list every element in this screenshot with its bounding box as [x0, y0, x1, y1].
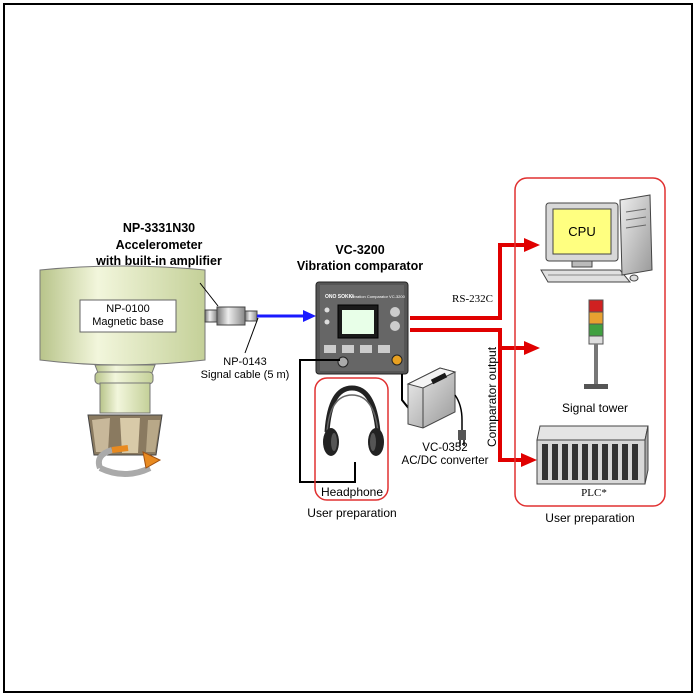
converter-cable [401, 374, 411, 411]
accelerometer-model: NP-3331N30 [122, 221, 196, 235]
acdc-converter-icon [406, 367, 457, 429]
headphone-label: Headphone [320, 485, 384, 499]
comparator-output-label: Comparator output [485, 346, 499, 448]
vibration-comparator-icon [315, 281, 409, 375]
accelerometer-icon [204, 306, 258, 326]
signal-cable-model: NP-0143 [223, 356, 267, 368]
comparator-desc: Vibration comparator [296, 259, 424, 273]
plc-label: PLC* [581, 487, 607, 499]
headphone-icon [323, 385, 384, 456]
computer-icon [540, 194, 653, 283]
headphone-box [314, 377, 389, 501]
plc-icon [536, 425, 649, 485]
converter-model: VC-0352 [422, 442, 468, 454]
cpu-label: CPU [568, 224, 596, 239]
machine-spindle-icon [39, 265, 206, 477]
plc-arrowhead [521, 453, 537, 467]
magnetic-base-model: NP-0100 [106, 303, 150, 315]
accelerometer-desc2: with built-in amplifier [96, 254, 222, 268]
rs232c-line [410, 243, 525, 320]
tower-arrowhead [524, 341, 540, 355]
plug-cord [454, 394, 463, 430]
accelerometer-desc1: Accelerometer [115, 238, 203, 252]
accelerometer-leader [199, 282, 219, 307]
rs232c-arrowhead [524, 238, 540, 252]
outputs-box [514, 177, 666, 507]
magnetic-base-box [79, 299, 177, 333]
signal-tower-label: Signal tower [561, 401, 629, 415]
output-line-plc [498, 346, 522, 462]
panel-title: Vibration Comparator VC-3200 [350, 294, 406, 299]
signal-cable-desc: Signal cable (5 m) [200, 369, 290, 381]
plug-icon [458, 430, 466, 446]
signal-arrowhead [303, 310, 316, 322]
converter-desc: AC/DC converter [401, 455, 489, 467]
outputs-note: User preparation [545, 511, 635, 525]
panel-brand: ONO SOKKI [325, 294, 354, 300]
rs232c-label: RS-232C [452, 293, 493, 305]
headphone-note: User preparation [307, 506, 397, 520]
cable-leader [244, 317, 259, 354]
output-line-tower [410, 328, 525, 350]
magnetic-base-desc: Magnetic base [92, 316, 164, 328]
comparator-model: VC-3200 [335, 243, 385, 257]
outer-frame [3, 3, 693, 693]
signal-tower-icon [584, 299, 608, 389]
